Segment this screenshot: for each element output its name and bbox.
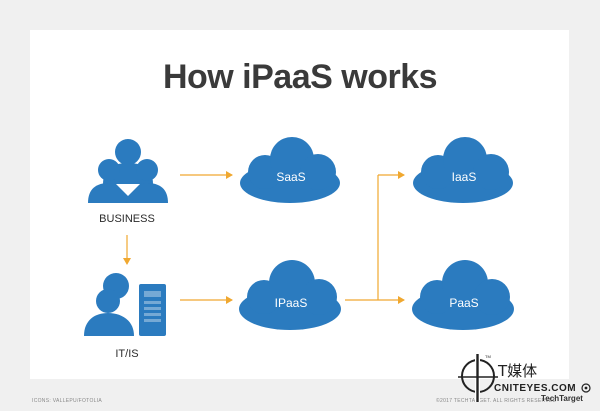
page-title: How iPaaS works bbox=[162, 58, 438, 96]
it-is-label: IT/IS bbox=[115, 348, 139, 360]
paas-label: PaaS bbox=[449, 296, 479, 310]
ipaas-cloud bbox=[239, 260, 341, 330]
business-label: BUSINESS bbox=[99, 213, 155, 225]
iaas-label: IaaS bbox=[451, 170, 477, 184]
watermark-cn-text: T媒体 bbox=[498, 362, 538, 380]
business-people-icon bbox=[88, 139, 168, 203]
watermark-en-text: CNITEYES.COM bbox=[494, 383, 577, 394]
it-person-server-icon bbox=[84, 273, 166, 336]
watermark-logo-icon: TM bbox=[458, 354, 591, 402]
svg-text:TM: TM bbox=[485, 354, 491, 359]
saas-label: SaaS bbox=[276, 170, 306, 184]
copyright-text: ©2017 TECHTARGET. ALL RIGHTS RESERVED bbox=[436, 398, 557, 404]
paas-cloud bbox=[412, 260, 514, 330]
icons-credit: ICONS: VALLEPU/FOTOLIA bbox=[32, 398, 103, 404]
iaas-cloud bbox=[413, 137, 513, 203]
ipaas-label: IPaaS bbox=[274, 296, 308, 310]
saas-cloud bbox=[240, 137, 340, 203]
techtarget-logo: TechTarget bbox=[541, 394, 583, 403]
